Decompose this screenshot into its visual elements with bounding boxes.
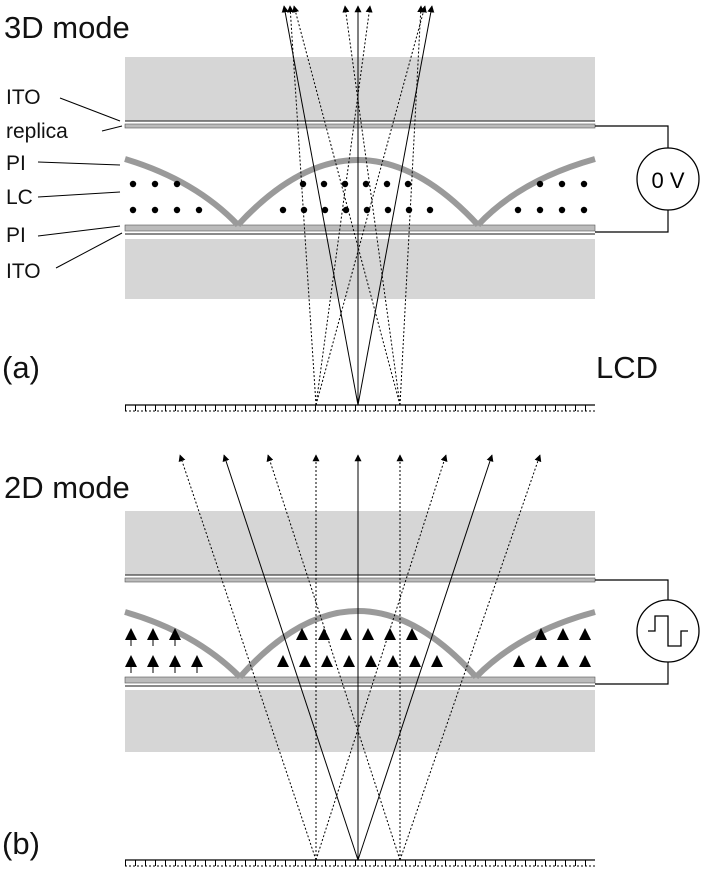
replica-layer bbox=[124, 123, 596, 129]
lc-molecules-aligned bbox=[125, 628, 591, 673]
lens-array-a bbox=[124, 156, 596, 228]
label-leader-lines bbox=[37, 97, 123, 269]
pi-layer-bottom bbox=[124, 224, 596, 232]
pi-layer-bottom-b bbox=[124, 676, 596, 684]
lcd-pixel-row-b bbox=[125, 859, 595, 867]
label-ito-bottom: ITO bbox=[6, 260, 41, 283]
label-ito-top: ITO bbox=[6, 86, 41, 109]
panel-b-mode-title: 2D mode bbox=[4, 470, 130, 505]
panel-b bbox=[124, 454, 700, 867]
lens-array-b bbox=[124, 608, 596, 680]
label-replica: replica bbox=[6, 120, 68, 143]
bottom-glass-substrate-b bbox=[125, 690, 595, 752]
voltage-source-a bbox=[636, 147, 700, 211]
lcd-pixel-row-a bbox=[125, 404, 595, 412]
lens-arc-right-b bbox=[473, 609, 596, 680]
bottom-glass-substrate bbox=[125, 239, 595, 299]
voltage-label: 0 V bbox=[651, 168, 684, 193]
replica-layer-b bbox=[124, 577, 596, 583]
top-glass-substrate-b bbox=[125, 511, 595, 575]
drive-circuit-b bbox=[595, 579, 669, 685]
lcd-label: LCD bbox=[596, 350, 659, 385]
light-rays-b bbox=[178, 454, 542, 861]
lens-arc-left bbox=[124, 156, 241, 228]
lens-arc-right bbox=[475, 156, 596, 228]
label-lc: LC bbox=[6, 186, 33, 209]
lens-arc-left-b bbox=[124, 609, 243, 680]
label-pi-top: PI bbox=[6, 152, 26, 175]
drive-circuit-a bbox=[595, 125, 669, 233]
panel-a-mode-title: 3D mode bbox=[4, 10, 130, 45]
label-pi-bottom: PI bbox=[6, 224, 26, 247]
light-rays-a bbox=[281, 5, 435, 406]
panel-a-tag: (a) bbox=[2, 350, 40, 385]
square-wave-icon bbox=[648, 615, 688, 647]
top-glass-substrate bbox=[125, 57, 595, 121]
panel-a: 0 V bbox=[37, 5, 700, 412]
panel-b-tag: (b) bbox=[2, 826, 40, 861]
